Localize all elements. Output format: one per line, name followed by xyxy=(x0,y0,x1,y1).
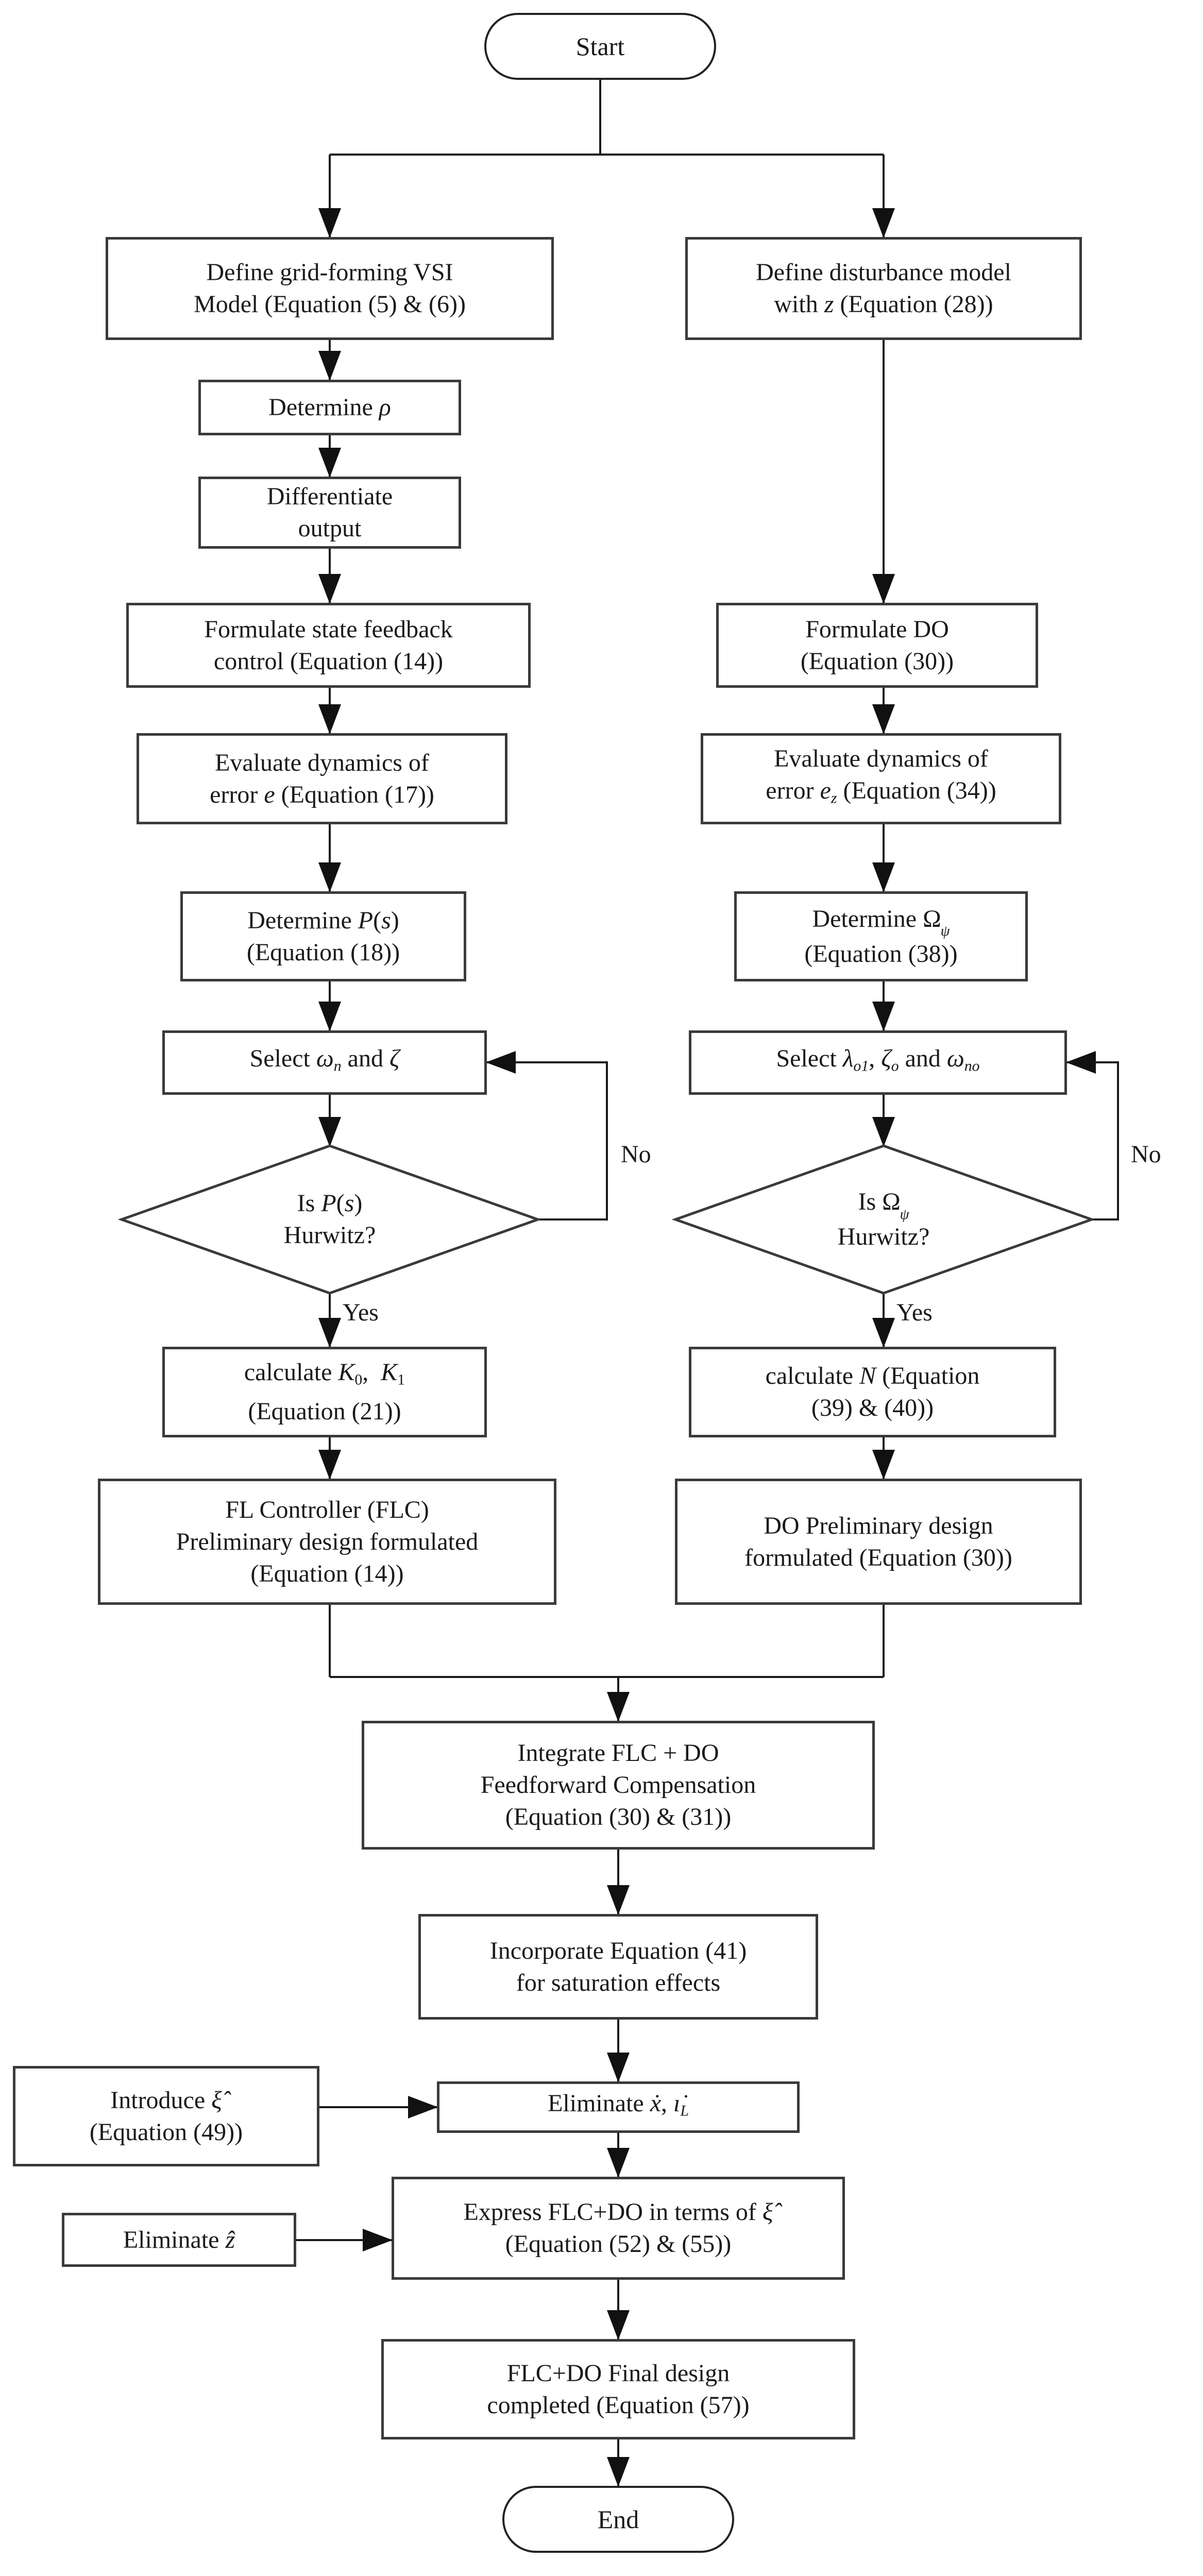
start-label: Start xyxy=(575,32,625,61)
label-no-left: No xyxy=(621,1141,651,1168)
label-yes-right: Yes xyxy=(896,1299,933,1326)
decision-ps-hurwitz: Is P(s)Hurwitz? xyxy=(283,1190,376,1249)
label-yes-left: Yes xyxy=(343,1299,379,1326)
end-label: End xyxy=(597,2505,639,2534)
node-calculate-n: calculate N (Equation(39) & (40)) xyxy=(689,1347,1056,1437)
decision-omega-hurwitz-shape xyxy=(671,1144,1096,1295)
node-flc-preliminary-design: FL Controller (FLC)Preliminary design fo… xyxy=(98,1479,556,1605)
label-no-right: No xyxy=(1131,1141,1161,1168)
node-select-lambda-zeta-omega: Select λo1, ζo and ωno xyxy=(689,1030,1067,1095)
node-eliminate-z-hat: Eliminate ẑ xyxy=(62,2213,296,2267)
edge-ldiamond-no-loop xyxy=(486,1051,608,1221)
node-incorporate-eq41: Incorporate Equation (41)for saturation … xyxy=(418,1914,818,2020)
edge-rdiamond-no-loop xyxy=(1066,1051,1119,1221)
start-terminal: Start xyxy=(484,13,716,80)
node-formulate-do: Formulate DO(Equation (30)) xyxy=(716,603,1038,688)
node-select-wn-zeta: Select ωn and ζ xyxy=(162,1030,487,1095)
node-express-flc-do-xi: Express FLC+DO in terms of ξ̂(Equation (… xyxy=(392,2177,845,2280)
node-calculate-k0-k1: calculate K0, K1(Equation (21)) xyxy=(162,1347,487,1437)
node-determine-ps: Determine P(s)(Equation (18)) xyxy=(180,891,466,981)
node-eliminate-xdot-il: Eliminate ẋ, ı̇L xyxy=(437,2081,800,2133)
node-introduce-xi-hat: Introduce ξ̂(Equation (49)) xyxy=(13,2066,319,2166)
end-terminal: End xyxy=(502,2486,734,2553)
node-determine-omega-psi: Determine Ωψ(Equation (38)) xyxy=(734,891,1028,981)
decision-ps-hurwitz-shape xyxy=(117,1144,542,1295)
node-determine-rho: Determine ρ xyxy=(198,380,461,435)
